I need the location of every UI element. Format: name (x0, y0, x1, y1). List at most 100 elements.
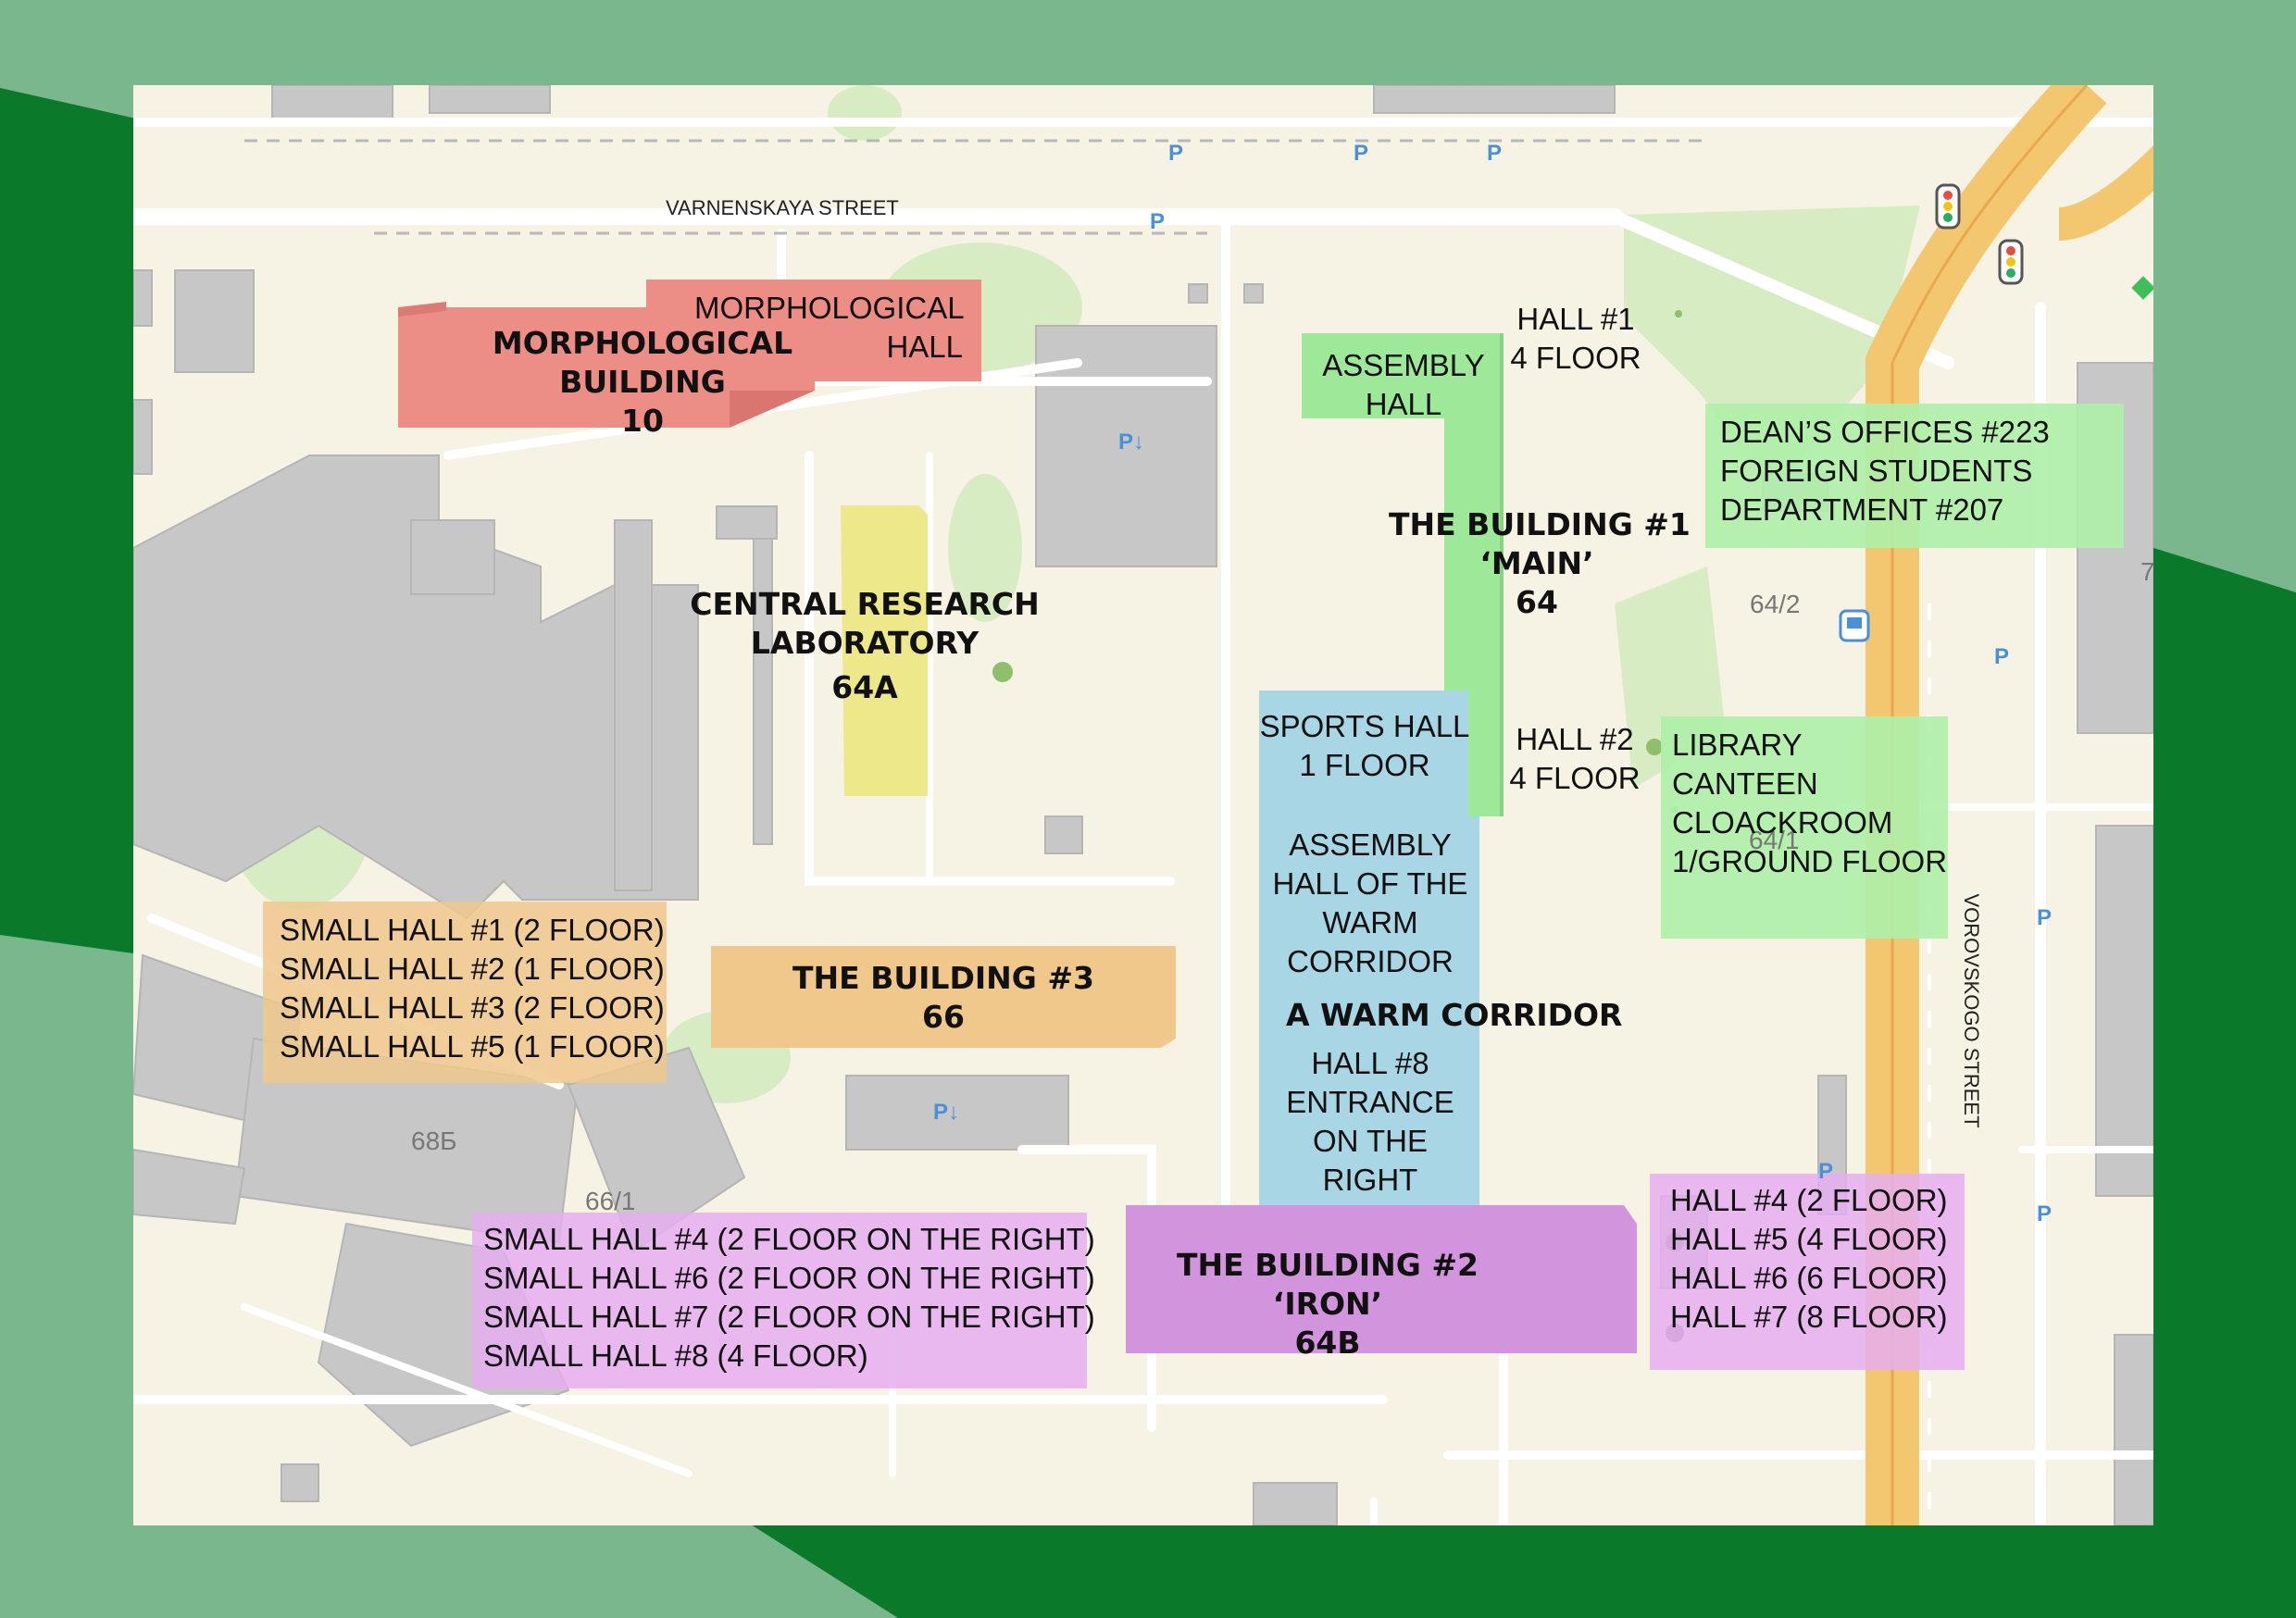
parking-icon: P (1994, 644, 2010, 669)
parking-icon: P (1487, 141, 1503, 166)
highlight-building2 (1126, 1205, 1637, 1353)
grey-buildings (133, 85, 2153, 1525)
green-pin-icon (2131, 276, 2153, 300)
label-line: LIBRARY (1672, 728, 1803, 762)
label-line: 1/GROUND FLOOR (1672, 844, 1948, 878)
highlight-morphological (398, 280, 981, 428)
label-line: FOREIGN STUDENTS (1720, 454, 2033, 488)
frame-dark-right (2148, 546, 2296, 1618)
label-small-halls-group-b: SMALL HALL #4 (2 FLOOR ON THE RIGHT) SMA… (483, 1220, 1095, 1375)
label-hall-1: HALL #1 4 FLOOR (1494, 300, 1657, 378)
label-building-3: THE BUILDING #3 66 (711, 959, 1176, 1037)
label-morphological-building: MORPHOLOGICAL BUILDING 10 (453, 324, 832, 441)
label-small-halls-group-a: SMALL HALL #1 (2 FLOOR) SMALL HALL #2 (1… (280, 911, 665, 1066)
parking-icon: P↓ (1118, 429, 1145, 454)
parking-icon: P↓ (933, 1100, 960, 1125)
label-line: SMALL HALL #5 (1 FLOOR) (280, 1029, 665, 1064)
label-line: HALL #1 (1516, 302, 1635, 336)
label-line: DEAN’S OFFICES #223 (1720, 415, 2050, 449)
label-line: HALL (886, 330, 963, 364)
house-number-66-1: 66/1 (585, 1187, 636, 1215)
campus-map[interactable]: VARNENSKAYA STREET VOROVSKOGO STREET 64/… (133, 85, 2153, 1525)
label-line: MORPHOLOGICAL (492, 325, 793, 361)
label-line: ‘MAIN’ (1479, 545, 1594, 581)
highlight-building3 (711, 946, 1176, 1048)
label-line: 10 (621, 403, 664, 439)
label-line: 64B (1294, 1325, 1361, 1361)
label-line: ENTRANCE (1286, 1085, 1454, 1119)
label-line: BUILDING (559, 364, 726, 400)
label-line: HALL #7 (8 FLOOR) (1670, 1300, 1948, 1334)
label-line: SMALL HALL #6 (2 FLOOR ON THE RIGHT) (483, 1261, 1095, 1295)
label-line: 66 (922, 999, 965, 1035)
label-line: SMALL HALL #7 (2 FLOOR ON THE RIGHT) (483, 1300, 1095, 1334)
label-a-warm-corridor: A WARM CORRIDOR (1286, 997, 1623, 1033)
label-line: THE BUILDING #2 (1177, 1247, 1479, 1283)
label-line: LABORATORY (750, 625, 980, 661)
house-number-68b: 68Б (411, 1126, 457, 1155)
traffic-light-icons (1935, 183, 2024, 285)
label-line: DEPARTMENT #207 (1720, 492, 2004, 527)
frame-dark-bottom (741, 1518, 2296, 1618)
house-number-edge-7: 7 (2140, 557, 2153, 586)
label-building-2-iron: THE BUILDING #2 ‘IRON’ 64B (1152, 1246, 1504, 1363)
label-line: 4 FLOOR (1510, 341, 1641, 375)
label-line: SMALL HALL #1 (2 FLOOR) (280, 913, 665, 947)
label-library-canteen: LIBRARY CANTEEN CLOACKROOM 1/GROUND FLOO… (1672, 726, 1947, 881)
label-line: HALL OF THE (1272, 866, 1468, 901)
label-line: 64 (1516, 584, 1558, 620)
highlight-warm-corridor (1259, 691, 1479, 1211)
parking-icon: P (2037, 905, 2053, 930)
label-line: CORRIDOR (1287, 944, 1454, 978)
street-label-vorovskogo: VOROVSKOGO STREET (1960, 893, 1983, 1128)
highlight-library (1661, 716, 1948, 939)
label-assembly-hall-warm-corridor: ASSEMBLY HALL OF THE WARM CORRIDOR (1259, 826, 1481, 981)
house-number-64-1: 64/1 (1749, 826, 1800, 854)
house-number-64-2: 64/2 (1750, 590, 1801, 618)
label-line: HALL #4 (2 FLOOR) (1670, 1183, 1948, 1217)
highlight-deans-office (1705, 404, 2124, 548)
label-line: HALL #6 (6 FLOOR) (1670, 1261, 1948, 1295)
label-line: HALL #8 (1311, 1046, 1429, 1080)
highlight-small-halls-a (263, 902, 667, 1083)
label-line: THE BUILDING #3 (792, 960, 1094, 996)
parking-icon: P (1168, 141, 1184, 166)
street-label-varnenskaya: VARNENSKAYA STREET (666, 196, 899, 219)
parking-icon: P (1354, 141, 1369, 166)
label-hall-2: HALL #2 4 FLOOR (1487, 720, 1663, 798)
highlight-central-lab (841, 505, 928, 796)
label-line: SPORTS HALL (1259, 709, 1470, 743)
label-halls-iron-building: HALL #4 (2 FLOOR) HALL #5 (4 FLOOR) HALL… (1670, 1181, 1948, 1337)
label-building-1-main: THE BUILDING #1 ‘MAIN’ 64 (1389, 505, 1691, 622)
label-line: THE BUILDING #1 (1389, 506, 1691, 542)
label-line: ON THE (1312, 1124, 1429, 1158)
label-line: 4 FLOOR (1509, 761, 1641, 795)
highlight-halls-iron (1650, 1174, 1965, 1370)
label-line: ASSEMBLY (1322, 348, 1485, 382)
label-sports-hall: SPORTS HALL 1 FLOOR (1254, 707, 1476, 785)
parking-icon: P (2037, 1201, 2053, 1226)
label-line: 1 FLOOR (1299, 748, 1430, 782)
label-line: WARM (1322, 905, 1418, 940)
map-base-layer (133, 85, 2153, 1525)
label-line: HALL #2 (1516, 722, 1634, 756)
highlight-small-halls-b (472, 1213, 1087, 1388)
label-line: HALL #5 (4 FLOOR) (1670, 1222, 1948, 1256)
label-line: ‘IRON’ (1272, 1286, 1383, 1322)
label-line: SMALL HALL #8 (4 FLOOR) (483, 1338, 868, 1373)
label-line: CENTRAL RESEARCH (690, 586, 1040, 622)
label-line: RIGHT (1322, 1163, 1418, 1197)
label-line: SMALL HALL #4 (2 FLOOR ON THE RIGHT) (483, 1222, 1095, 1256)
label-line: ASSEMBLY (1289, 828, 1452, 862)
label-line: CLOACKROOM (1672, 805, 1893, 840)
label-line: HALL (1365, 387, 1442, 421)
dashed-paths (244, 139, 1707, 235)
parking-icon: P (1150, 209, 1166, 234)
label-assembly-hall: ASSEMBLY HALL (1302, 346, 1505, 424)
label-line: CANTEEN (1672, 766, 1818, 801)
label-line: 64A (831, 669, 898, 705)
label-deans-offices: DEAN’S OFFICES #223 FOREIGN STUDENTS DEP… (1720, 413, 2050, 529)
label-morphological-hall: MORPHOLOGICAL HALL (694, 289, 965, 367)
label-hall-8-entrance: HALL #8 ENTRANCE ON THE RIGHT (1259, 1044, 1481, 1200)
label-line: SMALL HALL #2 (1 FLOOR) (280, 952, 665, 986)
